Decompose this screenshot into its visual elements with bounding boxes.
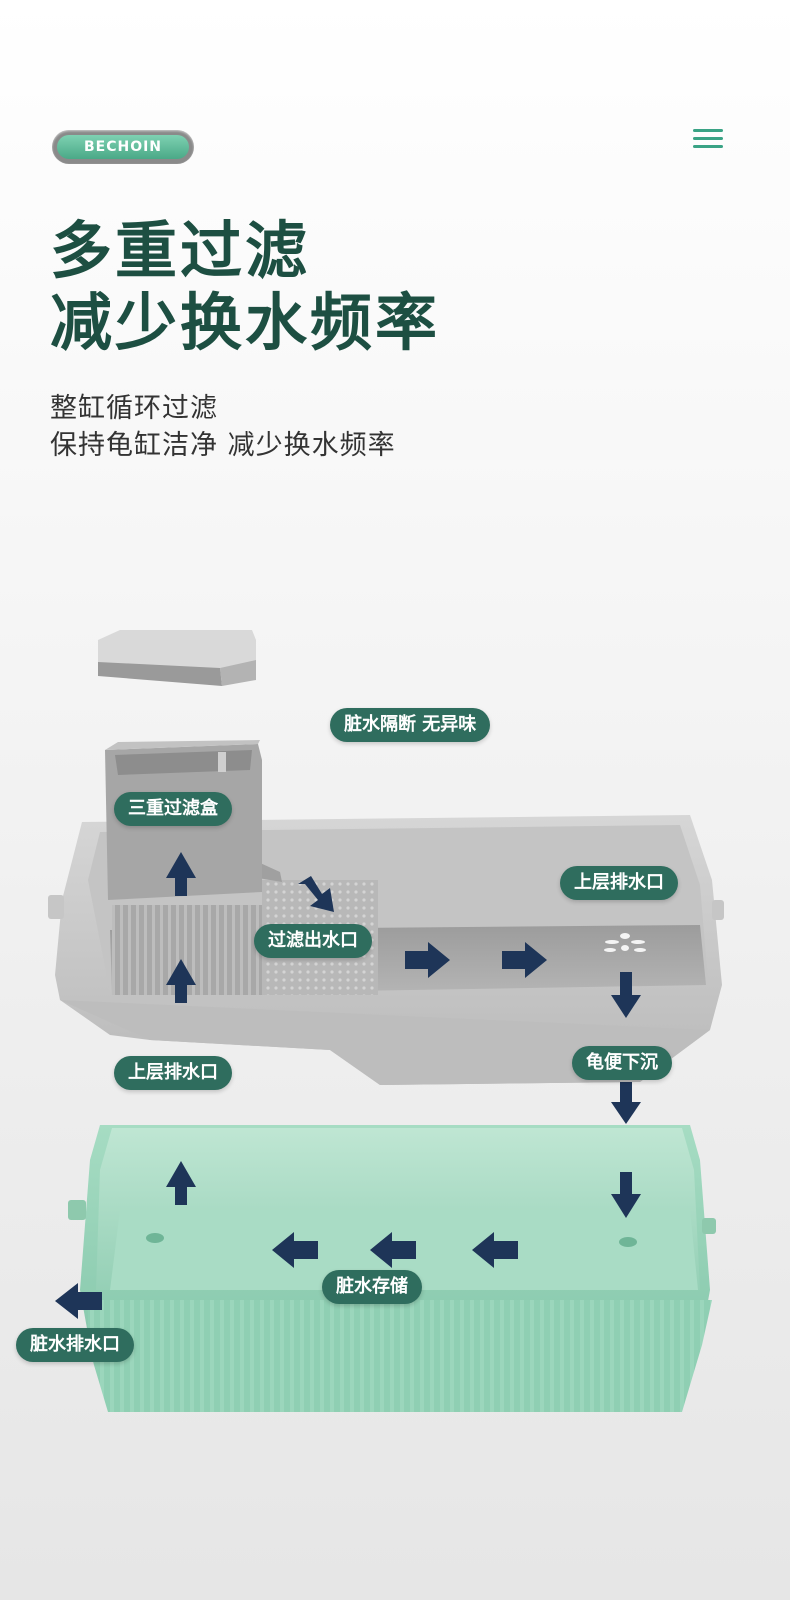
- arrow-icon: [298, 876, 334, 912]
- arrow-icon: [166, 959, 196, 1003]
- label-dirty-water-storage: 脏水存储: [322, 1270, 422, 1304]
- label-dirty-water-isolation: 脏水隔断 无异味: [330, 708, 491, 742]
- arrow-icon: [611, 1172, 641, 1218]
- headline-line2: 减少换水频率: [50, 286, 441, 359]
- arrow-icon: [370, 1232, 416, 1268]
- label-filter-outlet: 过滤出水口: [254, 924, 372, 958]
- brand-logo-text: BECHOIN: [57, 135, 189, 159]
- label-triple-filter-box: 三重过滤盒: [114, 792, 232, 826]
- subheadline-line1: 整缸循环过滤: [50, 393, 218, 424]
- arrow-icon: [166, 852, 196, 896]
- label-waste-sinks: 龟便下沉: [572, 1046, 672, 1080]
- label-upper-drain-right: 上层排水口: [560, 866, 678, 900]
- arrow-icon: [502, 942, 547, 978]
- menu-icon[interactable]: [693, 129, 723, 149]
- subheadline-line2: 保持龟缸洁净 减少换水频率: [50, 430, 396, 461]
- arrow-icon: [472, 1232, 518, 1268]
- brand-logo[interactable]: BECHOIN: [52, 130, 194, 164]
- arrow-icon: [166, 1161, 196, 1205]
- label-dirty-water-drain: 脏水排水口: [16, 1328, 134, 1362]
- arrow-icon: [272, 1232, 318, 1268]
- label-upper-drain-left: 上层排水口: [114, 1056, 232, 1090]
- headline-line1: 多重过滤: [50, 214, 311, 287]
- lower-green-tray: [68, 1125, 716, 1412]
- arrow-icon: [405, 942, 450, 978]
- arrow-icon: [611, 972, 641, 1018]
- drain-holes-icon: [604, 933, 646, 952]
- arrow-icon: [55, 1283, 102, 1319]
- filter-lid: [98, 630, 256, 686]
- arrow-icon: [611, 1082, 641, 1124]
